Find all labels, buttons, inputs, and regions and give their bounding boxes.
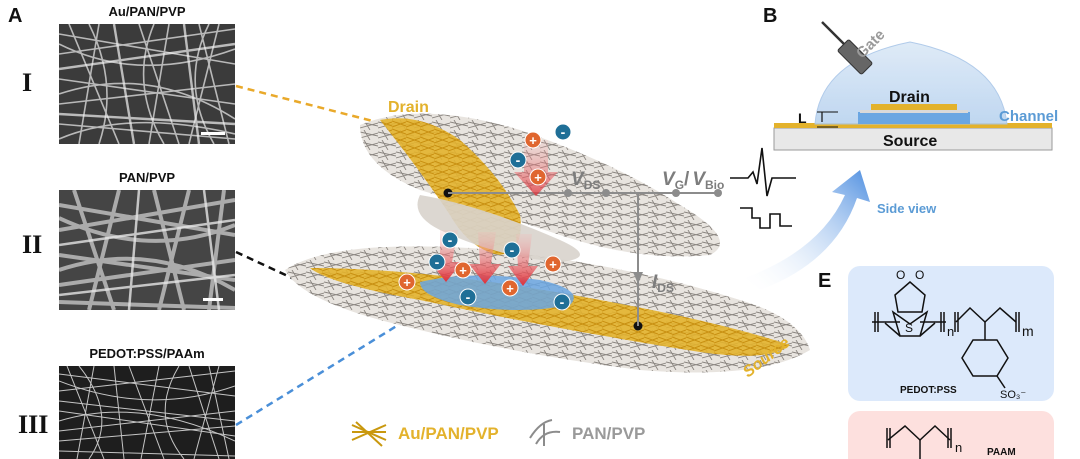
side-view-caption: Side view bbox=[877, 201, 937, 216]
gate-electrode bbox=[837, 39, 873, 75]
svg-text:+: + bbox=[459, 263, 467, 278]
paam-structure bbox=[886, 424, 952, 459]
pedot-pss-caption: PEDOT:PSS bbox=[900, 385, 957, 396]
au-legend-icon bbox=[351, 421, 387, 447]
connector-line-au bbox=[235, 84, 401, 130]
scale-bar bbox=[203, 298, 223, 301]
svg-text:-: - bbox=[448, 232, 453, 248]
sem-image-au-pan-pvp bbox=[59, 24, 235, 144]
sem-label-pedot-pss-paam: PEDOT:PSS/PAAm bbox=[89, 346, 205, 361]
svg-text:-: - bbox=[435, 254, 440, 270]
fiber-texture-fine bbox=[59, 366, 235, 459]
ids-arrow-head bbox=[633, 272, 643, 284]
sem-image-pedot-pss-paam bbox=[59, 366, 235, 459]
roman-numeral-ii: II bbox=[22, 230, 43, 259]
paam-subscript-n: n bbox=[955, 440, 962, 455]
vg-vbio-label: VG/VBio bbox=[662, 169, 724, 192]
svg-text:-: - bbox=[560, 294, 565, 310]
negative-ions bbox=[428, 123, 572, 311]
svg-text:+: + bbox=[529, 133, 537, 148]
ids-label: IDS bbox=[652, 272, 674, 295]
top-mat-underside bbox=[417, 195, 580, 262]
svg-text:+: + bbox=[506, 281, 514, 296]
pan-legend-label: PAN/PVP bbox=[572, 424, 645, 443]
side-view-arrow bbox=[745, 170, 870, 290]
roman-numeral-iii: III bbox=[18, 410, 49, 439]
svg-text:+: + bbox=[549, 257, 557, 272]
sulfur-label: S bbox=[905, 321, 913, 335]
sem-label-au-pan-pvp: Au/PAN/PVP bbox=[108, 4, 186, 19]
svg-text:-: - bbox=[516, 152, 521, 168]
connector-line-pedot bbox=[235, 288, 456, 427]
svg-text:-: - bbox=[466, 289, 471, 305]
channel-region bbox=[420, 275, 574, 310]
roman-numeral-i: I bbox=[22, 68, 33, 97]
pss-subscript-m: m bbox=[1022, 323, 1034, 339]
pss-structure bbox=[954, 306, 1020, 389]
drain-gold-layer bbox=[871, 104, 957, 110]
side-drain-label: Drain bbox=[889, 89, 930, 106]
source-gold-layer bbox=[774, 123, 1052, 128]
fiber-texture-thick bbox=[59, 190, 235, 310]
sulfonate-label: SO₃⁻ bbox=[1000, 389, 1026, 401]
scale-bar bbox=[201, 132, 225, 135]
panel-letter-e: E bbox=[818, 270, 832, 292]
panel-letter-b: B bbox=[763, 5, 778, 27]
oxygen-label-1: O bbox=[896, 268, 905, 282]
sem-image-pan-pvp bbox=[59, 190, 235, 310]
pedot-structure bbox=[872, 281, 946, 337]
drain-label: Drain bbox=[388, 99, 429, 116]
side-source-label: Source bbox=[883, 133, 937, 150]
sem-label-pan-pvp: PAN/PVP bbox=[118, 170, 176, 185]
au-legend-label: Au/PAN/PVP bbox=[398, 424, 499, 443]
positive-ions bbox=[398, 131, 562, 297]
pedot-subscript-n: n bbox=[947, 324, 954, 339]
circuit-wires bbox=[448, 192, 718, 326]
fiber-texture-dense bbox=[59, 24, 235, 144]
circuit-nodes bbox=[564, 189, 722, 197]
drain-fiber-layer bbox=[860, 110, 968, 113]
ecg-waveform-icon bbox=[730, 147, 796, 197]
panel-letter-a: A bbox=[8, 5, 23, 27]
svg-text:+: + bbox=[534, 170, 542, 185]
oxygen-label-2: O bbox=[915, 268, 924, 282]
vds-label: VDS bbox=[571, 169, 600, 192]
positive-ion-signs: + + + + + + bbox=[403, 133, 557, 296]
pan-legend-icon bbox=[529, 419, 561, 446]
svg-text:-: - bbox=[561, 124, 566, 140]
svg-text:-: - bbox=[510, 242, 515, 258]
svg-text:+: + bbox=[403, 275, 411, 290]
channel-label: Channel bbox=[999, 108, 1058, 125]
paam-caption: PAAM bbox=[987, 447, 1016, 458]
negative-ion-signs: - - - - - - - bbox=[435, 124, 566, 310]
channel-layer bbox=[858, 112, 970, 124]
step-waveform-icon bbox=[740, 207, 792, 229]
thickness-label: L bbox=[798, 110, 807, 126]
